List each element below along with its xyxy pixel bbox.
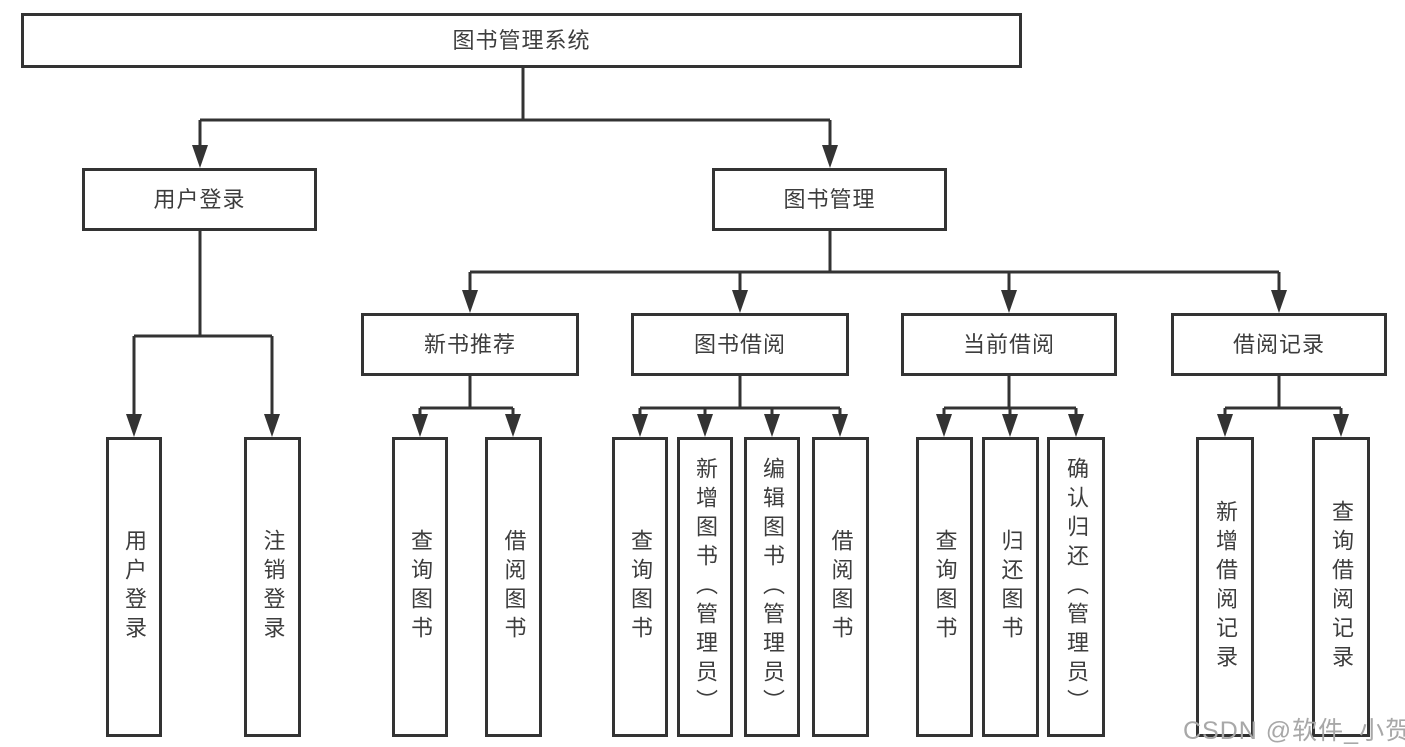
leaf-borrow-books-borrowing: 借阅图书 — [812, 437, 869, 737]
node-new-book-recommendation: 新书推荐 — [361, 313, 579, 376]
node-label: 新书推荐 — [423, 331, 516, 357]
node-label: 编辑图书（管理员） — [760, 456, 785, 718]
leaf-query-books-current: 查询图书 — [916, 437, 973, 737]
node-label: 查询图书 — [408, 529, 433, 645]
node-user-login: 用户登录 — [82, 168, 317, 231]
leaf-borrow-books-recommend: 借阅图书 — [485, 437, 542, 737]
node-label: 确认归还（管理员） — [1064, 456, 1089, 718]
node-label: 查询图书 — [628, 529, 653, 645]
node-label: 图书管理系统 — [452, 27, 591, 53]
node-book-management: 图书管理 — [712, 168, 947, 231]
node-label: 注销登录 — [260, 529, 286, 645]
leaf-return-book: 归还图书 — [982, 437, 1039, 737]
node-library-management-system: 图书管理系统 — [21, 13, 1022, 68]
leaf-user-login: 用户登录 — [106, 437, 162, 737]
node-book-borrowing: 图书借阅 — [631, 313, 849, 376]
tree-edges — [132, 68, 1343, 419]
node-label: 新增借阅记录 — [1213, 500, 1238, 674]
node-borrowing-records: 借阅记录 — [1171, 313, 1387, 376]
node-label: 查询借阅记录 — [1329, 500, 1354, 674]
node-label: 归还图书 — [998, 529, 1024, 645]
leaf-edit-book-admin: 编辑图书（管理员） — [744, 437, 800, 737]
leaf-logout: 注销登录 — [244, 437, 301, 737]
leaf-add-book-admin: 新增图书（管理员） — [677, 437, 733, 737]
node-label: 借阅记录 — [1232, 331, 1325, 357]
node-label: 查询图书 — [932, 529, 958, 645]
csdn-watermark: CSDN @软件_小贺同学 — [1183, 717, 1405, 745]
node-label: 用户登录 — [153, 186, 246, 212]
node-label: 借阅图书 — [501, 529, 527, 645]
node-label: 用户登录 — [122, 529, 147, 645]
leaf-confirm-return-admin: 确认归还（管理员） — [1047, 437, 1105, 737]
node-label: 新增图书（管理员） — [693, 456, 718, 718]
leaf-query-books-recommend: 查询图书 — [392, 437, 448, 737]
leaf-query-borrow-record: 查询借阅记录 — [1312, 437, 1370, 737]
leaf-query-books-borrowing: 查询图书 — [612, 437, 668, 737]
node-current-borrowing: 当前借阅 — [901, 313, 1117, 376]
node-label: 当前借阅 — [962, 331, 1055, 357]
node-label: 图书管理 — [783, 186, 876, 212]
node-label: 借阅图书 — [828, 529, 854, 645]
node-label: 图书借阅 — [693, 331, 786, 357]
leaf-add-borrow-record: 新增借阅记录 — [1196, 437, 1254, 737]
arrowheads — [126, 145, 1349, 437]
